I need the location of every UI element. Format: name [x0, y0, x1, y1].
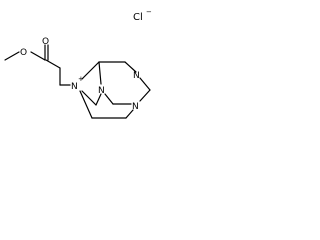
bond-o-carbonyl-c	[30, 51, 46, 61]
bond-nplus-c-bottom	[79, 90, 93, 119]
bond-c-lower-ncenter	[95, 93, 102, 106]
atom-o-carbonyl: O	[42, 37, 49, 47]
chloride-ion: Cl −	[133, 8, 152, 23]
cage-bonds	[79, 61, 151, 119]
atom-n-right: N	[133, 71, 140, 81]
bond-ncenter-c	[104, 93, 114, 105]
atom-n-plus: N	[71, 82, 78, 92]
bond-c-ch2	[45, 59, 61, 69]
atom-n-bottom: N	[132, 102, 139, 112]
atom-n-plus-charge: +	[78, 75, 84, 83]
ester-bonds	[4, 44, 71, 86]
bond-nplus-c-lower	[81, 90, 97, 106]
atom-n-center: N	[98, 86, 105, 96]
chloride-symbol: Cl	[133, 12, 143, 23]
bond-c-nbottom-right	[139, 89, 151, 102]
bond-top-right-n	[124, 61, 137, 73]
bond-bottom-nbottom	[125, 109, 134, 119]
bond-c-top-ncenter	[98, 61, 102, 85]
molecule-svg: Cl − O O N + N N N	[4, 8, 152, 119]
bond-nright-c	[139, 77, 151, 91]
structure-diagram: Cl − O O N + N N N	[0, 0, 199, 137]
chloride-charge: −	[146, 8, 152, 16]
atom-o-ether: O	[20, 48, 27, 58]
bond-nplus-c-top	[81, 61, 100, 80]
bond-methyl-o	[4, 51, 20, 61]
